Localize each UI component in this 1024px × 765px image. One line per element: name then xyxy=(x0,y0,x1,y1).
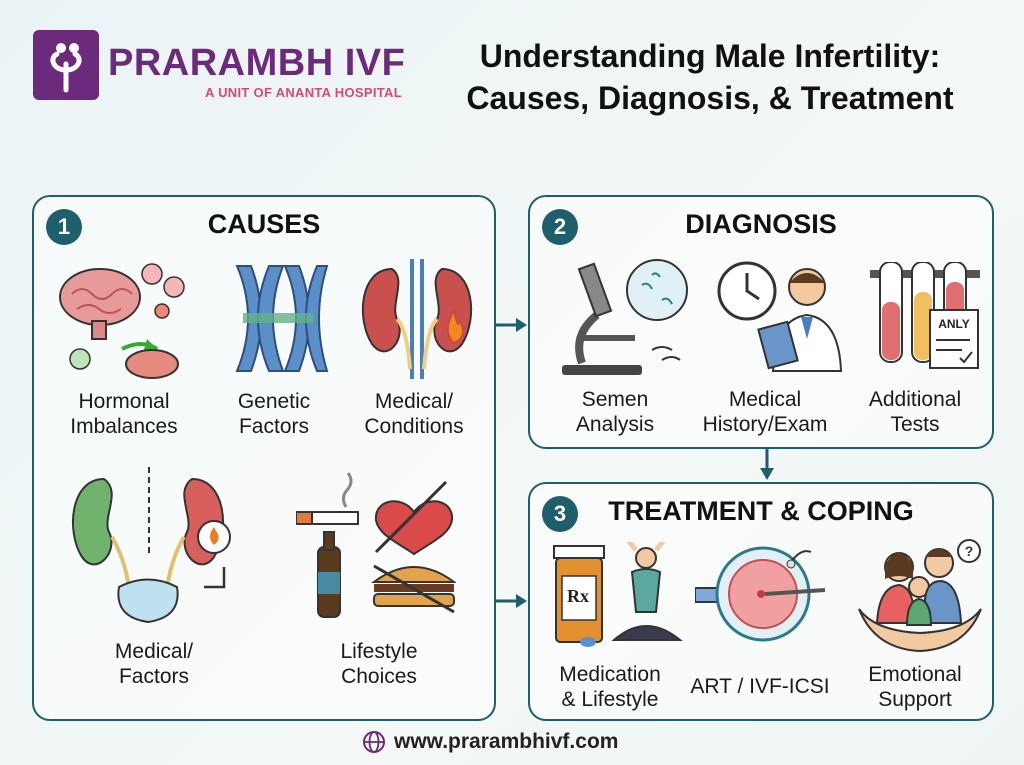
treatment-title: TREATMENT & COPING xyxy=(608,496,914,526)
diagnosis-step-number: 2 xyxy=(542,209,578,245)
globe-icon xyxy=(363,731,385,753)
page-title: Understanding Male Infertility: Causes, … xyxy=(430,35,990,119)
brand-subtitle: A UNIT OF ANANTA HOSPITAL xyxy=(205,85,402,100)
doctor-clock-icon xyxy=(717,261,843,372)
treatment-panel: 3 TREATMENT & COPING Rx ? Medication& xyxy=(528,482,994,721)
treatment-label-art: ART / IVF-ICSI xyxy=(690,675,830,698)
title-line-1: Understanding Male Infertility: xyxy=(479,38,941,74)
diagnosis-title: DIAGNOSIS xyxy=(685,209,837,239)
clipboard-text: ANLY xyxy=(938,317,970,331)
bottle-text: Rx xyxy=(567,586,589,606)
footer: www.prarambhivf.com xyxy=(362,730,618,754)
chromosome-icon xyxy=(235,265,329,372)
kidney-bladder-icon xyxy=(71,467,231,624)
family-support-icon: ? xyxy=(858,539,982,653)
cause-label-medical-conditions: Medical/Conditions xyxy=(364,390,464,438)
treatment-step-number: 3 xyxy=(542,496,578,532)
brand-name: PRARAMBH IVF xyxy=(108,42,406,84)
title-line-2: Causes, Diagnosis, & Treatment xyxy=(466,80,954,116)
cause-label-medical-factors: Medical/Factors xyxy=(114,640,194,688)
svg-text:?: ? xyxy=(965,543,974,559)
lifestyle-icon xyxy=(296,472,456,618)
causes-title: CAUSES xyxy=(207,209,321,239)
microscope-icon xyxy=(562,259,688,375)
website-link[interactable]: www.prarambhivf.com xyxy=(394,730,619,753)
medication-yoga-icon: Rx xyxy=(553,542,683,647)
icsi-egg-icon xyxy=(695,546,825,642)
test-tubes-icon: ANLY xyxy=(870,262,980,369)
brain-hormone-icon xyxy=(59,263,185,379)
logo xyxy=(33,30,99,100)
kidney-inflammation-icon xyxy=(361,259,473,379)
causes-step-number: 1 xyxy=(46,209,82,245)
treatment-label-medication: Medication& Lifestyle xyxy=(559,663,661,711)
